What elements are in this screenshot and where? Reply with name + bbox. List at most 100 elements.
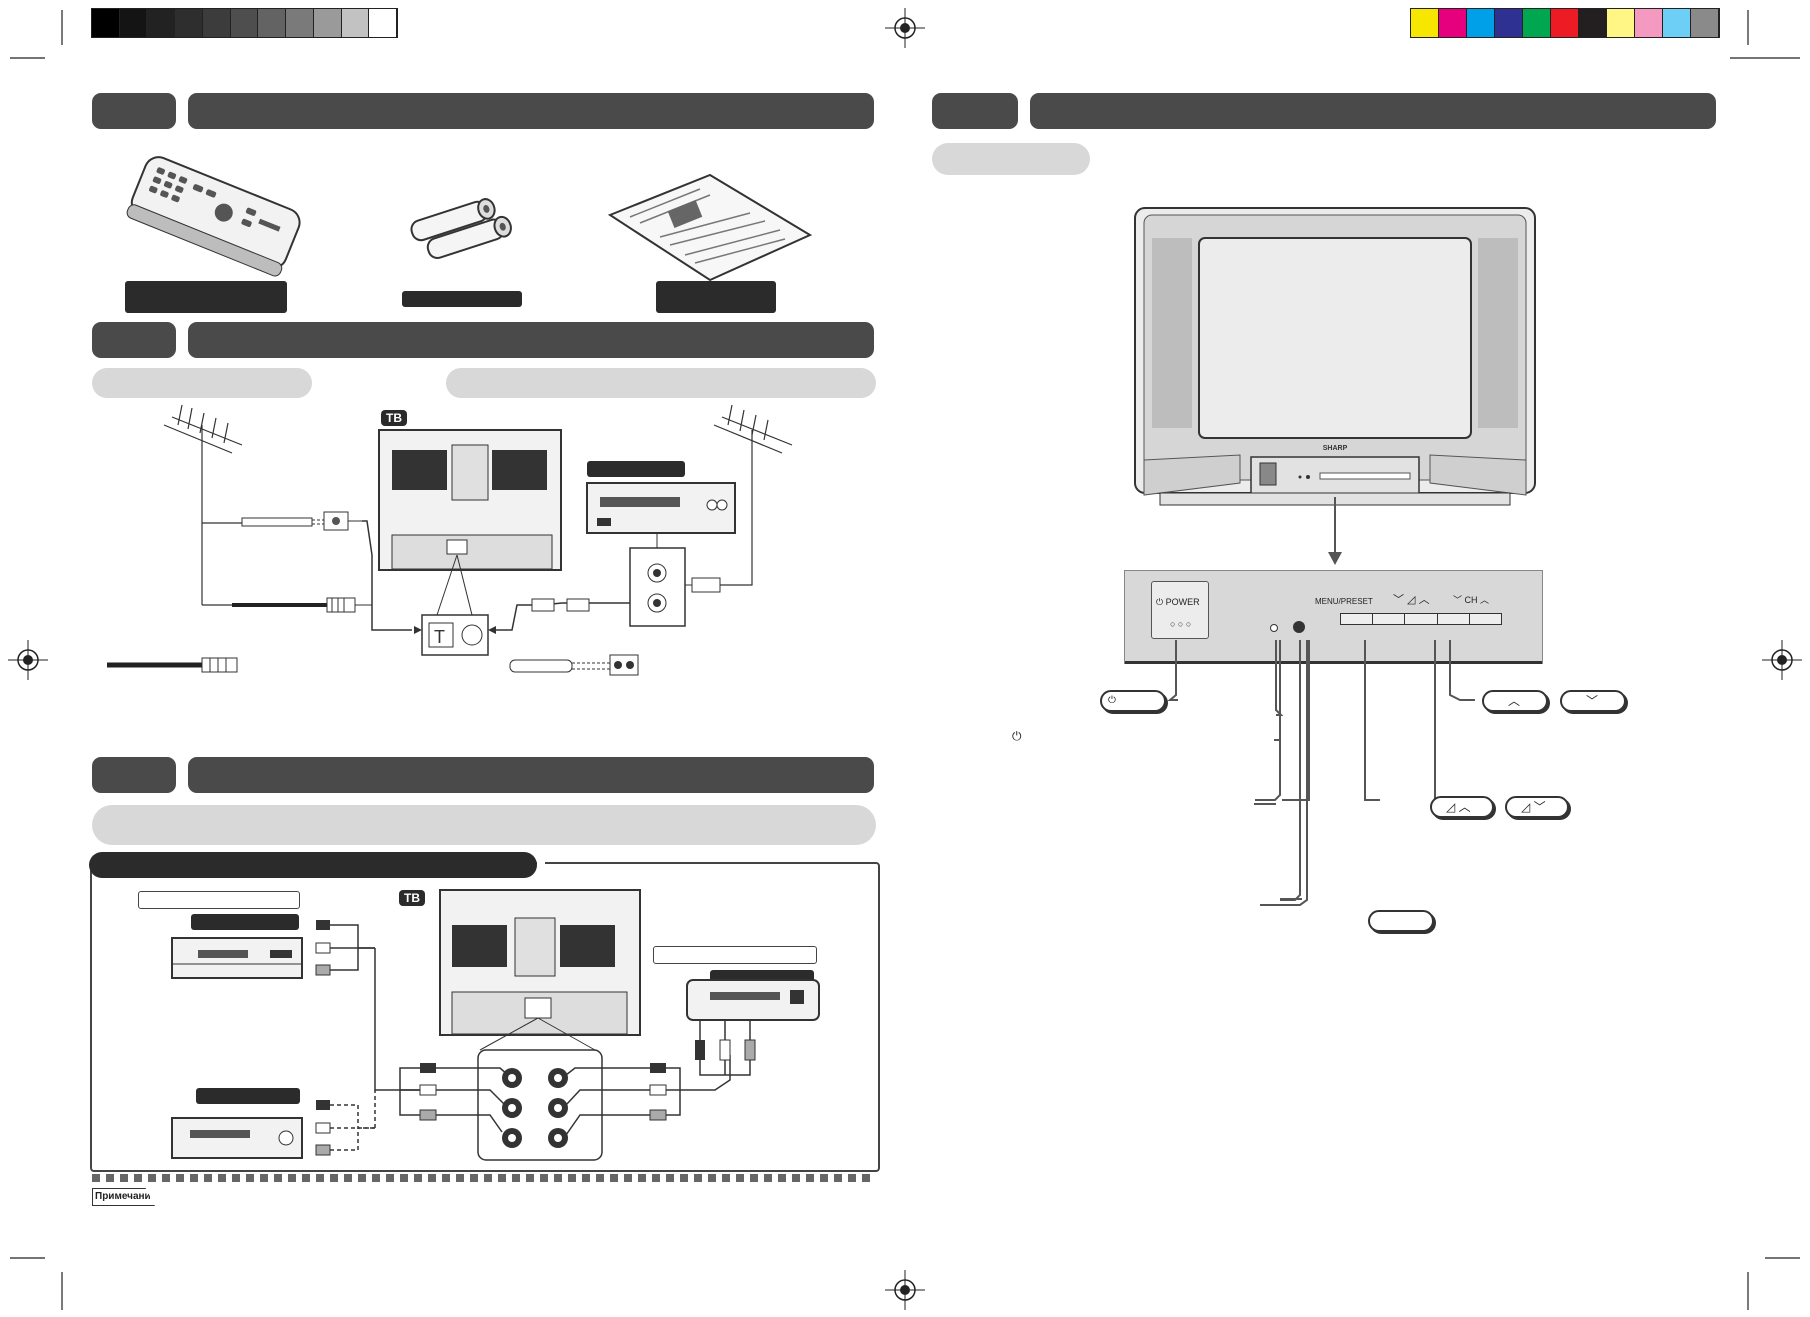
- tv-front-illustration: SHARP: [1134, 207, 1536, 506]
- color-swatch: [313, 9, 342, 37]
- batteries-illustration: [410, 198, 512, 260]
- rule-dot: [372, 1174, 380, 1182]
- color-swatch: [1411, 9, 1439, 37]
- grayscale-swatch-strip: [91, 8, 398, 38]
- volume-down-icon: ◿ ﹀: [1521, 800, 1546, 814]
- tv-badge: ТВ: [399, 890, 425, 906]
- remote-sensor: [1293, 621, 1305, 633]
- rule-dot: [624, 1174, 632, 1182]
- power-icon: ⏻: [1156, 597, 1164, 607]
- rule-dot: [722, 1174, 730, 1182]
- rule-dot: [484, 1174, 492, 1182]
- rule-dot: [260, 1174, 268, 1182]
- ch-up-button[interactable]: [1470, 614, 1501, 624]
- power-note-icon: ⏻: [1012, 729, 1022, 743]
- rule-dot: [554, 1174, 562, 1182]
- subsection-bar-av: [92, 805, 876, 845]
- rule-dot: [638, 1174, 646, 1182]
- registration-mark-icon: [8, 640, 48, 680]
- antenna-connection-diagram: T: [107, 404, 793, 676]
- menu-button[interactable]: [1341, 614, 1374, 624]
- rule-dot: [232, 1174, 240, 1182]
- color-swatch: [1495, 9, 1523, 37]
- vol-down-button[interactable]: [1373, 614, 1406, 624]
- rule-dot: [694, 1174, 702, 1182]
- section-title-bar: [188, 93, 874, 129]
- color-swatch: [1691, 9, 1719, 37]
- rule-dot: [120, 1174, 128, 1182]
- subsection-bar-vcr-antenna: [446, 368, 876, 398]
- vcr-label-2: [196, 1088, 300, 1104]
- rule-dot: [568, 1174, 576, 1182]
- rule-dot: [106, 1174, 114, 1182]
- dotted-rule: [92, 1174, 876, 1182]
- accessory-label-batteries: [402, 291, 522, 307]
- section-number-box: [92, 757, 176, 793]
- panel-base: [1125, 661, 1542, 664]
- color-swatch: [230, 9, 259, 37]
- rule-dot: [666, 1174, 674, 1182]
- rule-dot: [274, 1174, 282, 1182]
- remote-control-illustration: [126, 156, 301, 277]
- callout-leaders: [1255, 640, 1301, 901]
- dvd-label: [191, 914, 299, 930]
- volume-down-callout: ◿ ﹀: [1505, 796, 1569, 818]
- rule-dot: [582, 1174, 590, 1182]
- led-callout-stub: [1254, 803, 1276, 805]
- menu-preset-label: MENU/PRESET: [1315, 597, 1373, 606]
- power-dots: ○ ○ ○: [1170, 619, 1192, 629]
- accessory-label-remote: [125, 281, 287, 313]
- color-swatch: [175, 9, 203, 37]
- ch-down-button[interactable]: [1438, 614, 1470, 624]
- device-caption-box: [653, 946, 817, 964]
- note-label: Примечание: [95, 1191, 157, 1202]
- zoom-arrow: [1328, 497, 1342, 565]
- callout-lines: [1167, 640, 1475, 906]
- color-swatch: [147, 9, 176, 37]
- section-title-bar: [1030, 93, 1716, 129]
- rule-dot: [428, 1174, 436, 1182]
- color-swatch: [1635, 9, 1663, 37]
- color-swatch: [1551, 9, 1579, 37]
- color-swatch: [92, 9, 120, 37]
- rule-dot: [680, 1174, 688, 1182]
- rule-dot: [330, 1174, 338, 1182]
- power-callout-icon: ⏻: [1108, 695, 1116, 706]
- rule-dot: [778, 1174, 786, 1182]
- rule-dot: [316, 1174, 324, 1182]
- color-swatch: [1579, 9, 1607, 37]
- vol-up-button[interactable]: [1405, 614, 1438, 624]
- rule-dot: [344, 1174, 352, 1182]
- rule-dot: [204, 1174, 212, 1182]
- volume-label: ﹀ ◿ ︿: [1393, 594, 1430, 606]
- color-swatch: [1467, 9, 1495, 37]
- chevron-up-icon: ︿: [1508, 694, 1521, 708]
- sensor-callout-stub: [1280, 898, 1302, 900]
- rule-dot: [820, 1174, 828, 1182]
- chevron-down-icon: ﹀: [1586, 694, 1599, 708]
- rule-dot: [162, 1174, 170, 1182]
- rule-dot: [596, 1174, 604, 1182]
- control-panel: ⏻ POWER ○ ○ ○ MENU/PRESET ﹀ ◿ ︿ ﹀ CH ︿: [1124, 570, 1543, 664]
- rule-dot: [540, 1174, 548, 1182]
- rule-dot: [400, 1174, 408, 1182]
- rule-dot: [736, 1174, 744, 1182]
- section-number-box: [92, 322, 176, 358]
- color-swatch: [258, 9, 287, 37]
- color-swatch-strip: [1410, 8, 1720, 38]
- rule-dot: [190, 1174, 198, 1182]
- menu-callout: [1368, 910, 1434, 932]
- rule-dot: [834, 1174, 842, 1182]
- rule-dot: [708, 1174, 716, 1182]
- rule-dot: [526, 1174, 534, 1182]
- rule-dot: [764, 1174, 772, 1182]
- color-swatch: [1663, 9, 1691, 37]
- brand-logo: SHARP: [1323, 445, 1348, 452]
- volume-up-callout: ◿ ︿: [1430, 796, 1494, 818]
- power-callout: ⏻: [1100, 690, 1166, 712]
- rule-dot: [652, 1174, 660, 1182]
- power-button-area[interactable]: ⏻ POWER ○ ○ ○: [1151, 581, 1209, 639]
- color-swatch: [369, 9, 398, 37]
- device-caption-box: [138, 891, 300, 909]
- rule-dot: [246, 1174, 254, 1182]
